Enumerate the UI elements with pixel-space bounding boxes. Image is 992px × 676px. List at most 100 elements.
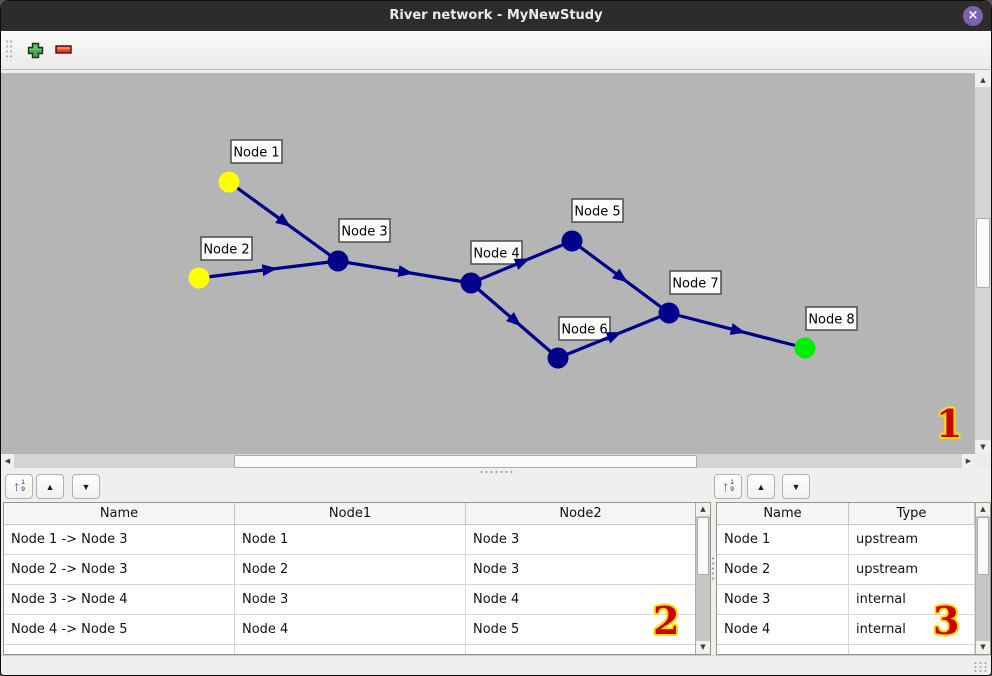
nodes-table-scrollbar[interactable]: ▲ ▼	[975, 503, 990, 654]
links-move-down-button[interactable]: ▼	[72, 474, 100, 499]
table-cell[interactable]: internal	[849, 585, 975, 615]
table-cell[interactable]	[235, 645, 466, 654]
network-node[interactable]	[794, 337, 816, 359]
table-cell[interactable]: Node 4 -> Node 5	[4, 615, 235, 645]
table-cell[interactable]: Node 3	[466, 555, 696, 585]
node-label-box[interactable]	[805, 306, 858, 331]
table-cell[interactable]: Node 2	[717, 555, 849, 585]
toolbar-grip-icon[interactable]	[5, 39, 13, 61]
node-label-box[interactable]	[200, 236, 253, 261]
table-cell[interactable]: Node 4	[717, 615, 849, 645]
canvas-hscrollbar[interactable]: ◀ ▶	[1, 454, 975, 469]
panel-splitter[interactable]	[711, 502, 716, 655]
table-cell[interactable]: upstream	[849, 555, 975, 585]
scroll-down-icon[interactable]: ▼	[975, 440, 991, 454]
nodes-move-up-button[interactable]: ▲	[747, 474, 775, 499]
splitter-handle-icon[interactable]	[479, 470, 513, 474]
node-label-box[interactable]	[338, 218, 391, 243]
table-cell[interactable]: Node 2 -> Node 3	[4, 555, 235, 585]
node-label: Node 1	[233, 146, 279, 161]
window-title: River network - MyNewStudy	[389, 8, 603, 23]
add-button[interactable]	[23, 38, 47, 62]
scroll-up-icon[interactable]: ▲	[976, 503, 990, 516]
table-cell[interactable]	[4, 645, 235, 654]
scroll-right-icon[interactable]: ▶	[962, 454, 975, 469]
column-header[interactable]: Node1	[235, 503, 466, 525]
scroll-down-icon[interactable]: ▼	[696, 641, 710, 654]
table-cell[interactable]: Node 4	[235, 615, 466, 645]
table-cell[interactable]: Node 1 -> Node 3	[4, 525, 235, 555]
close-button[interactable]: ×	[963, 6, 983, 26]
network-node[interactable]	[218, 171, 240, 193]
vscroll-thumb[interactable]	[976, 218, 990, 288]
link-arrow-icon	[397, 265, 414, 277]
nodes-move-down-button[interactable]: ▼	[782, 474, 810, 499]
node-label-box[interactable]	[558, 316, 611, 341]
node-label: Node 5	[574, 205, 620, 220]
network-node[interactable]	[327, 250, 349, 272]
resize-grip-icon[interactable]	[973, 661, 987, 673]
network-node[interactable]	[188, 267, 210, 289]
canvas-vscrollbar[interactable]: ▲ ▼	[975, 73, 991, 454]
table-cell[interactable]: Node 4	[466, 585, 696, 615]
table-scroll-thumb[interactable]	[697, 517, 709, 575]
node-label-box[interactable]	[230, 139, 283, 164]
node-label: Node 7	[672, 277, 718, 292]
table-cell[interactable]: Node 3	[466, 525, 696, 555]
scroll-up-icon[interactable]: ▲	[696, 503, 710, 516]
hscroll-thumb[interactable]	[234, 455, 697, 468]
remove-button[interactable]	[52, 38, 76, 62]
link-arrow-icon	[506, 312, 522, 327]
table-cell[interactable]: Node 2	[235, 555, 466, 585]
column-header[interactable]: Name	[717, 503, 849, 525]
table-cell[interactable]: Node 3	[235, 585, 466, 615]
table-cell[interactable]: Node 3	[717, 585, 849, 615]
link-arrow-icon	[605, 332, 622, 344]
column-header[interactable]: Type	[849, 503, 975, 525]
down-triangle-icon: ▼	[791, 481, 801, 492]
table-cell[interactable]: upstream	[849, 525, 975, 555]
network-node[interactable]	[547, 347, 569, 369]
table-scroll-thumb[interactable]	[977, 517, 989, 575]
table-cell[interactable]: internal	[849, 615, 975, 645]
scroll-up-icon[interactable]: ▲	[975, 73, 991, 87]
up-triangle-icon: ▲	[756, 481, 766, 492]
scroll-down-icon[interactable]: ▼	[976, 641, 990, 654]
network-node[interactable]	[460, 272, 482, 294]
table-cell[interactable]: Node 1	[235, 525, 466, 555]
node-label-box[interactable]	[669, 270, 722, 295]
links-table-scrollbar[interactable]: ▲ ▼	[695, 503, 710, 654]
network-node[interactable]	[658, 302, 680, 324]
splitter-handle-icon[interactable]	[711, 556, 715, 582]
titlebar[interactable]: River network - MyNewStudy ×	[1, 1, 991, 31]
node-label-box[interactable]	[571, 198, 624, 223]
table-cell[interactable]: Node 3 -> Node 4	[4, 585, 235, 615]
table-cell[interactable]	[849, 645, 975, 654]
main-toolbar	[1, 31, 991, 70]
table-cell[interactable]: Node 5	[466, 615, 696, 645]
table-cell[interactable]	[466, 645, 696, 654]
links-move-up-button[interactable]: ▲	[36, 474, 64, 499]
column-header[interactable]: Name	[4, 503, 235, 525]
minus-icon	[55, 45, 72, 54]
network-node[interactable]	[561, 230, 583, 252]
node-label-box[interactable]	[470, 240, 523, 265]
table-filler-row	[4, 645, 710, 654]
column-header[interactable]: Node2	[466, 503, 696, 525]
scroll-left-icon[interactable]: ◀	[1, 454, 14, 469]
table-cell[interactable]: Node 1	[717, 525, 849, 555]
table-cell[interactable]	[717, 645, 849, 654]
horizontal-splitter[interactable]	[1, 468, 991, 476]
